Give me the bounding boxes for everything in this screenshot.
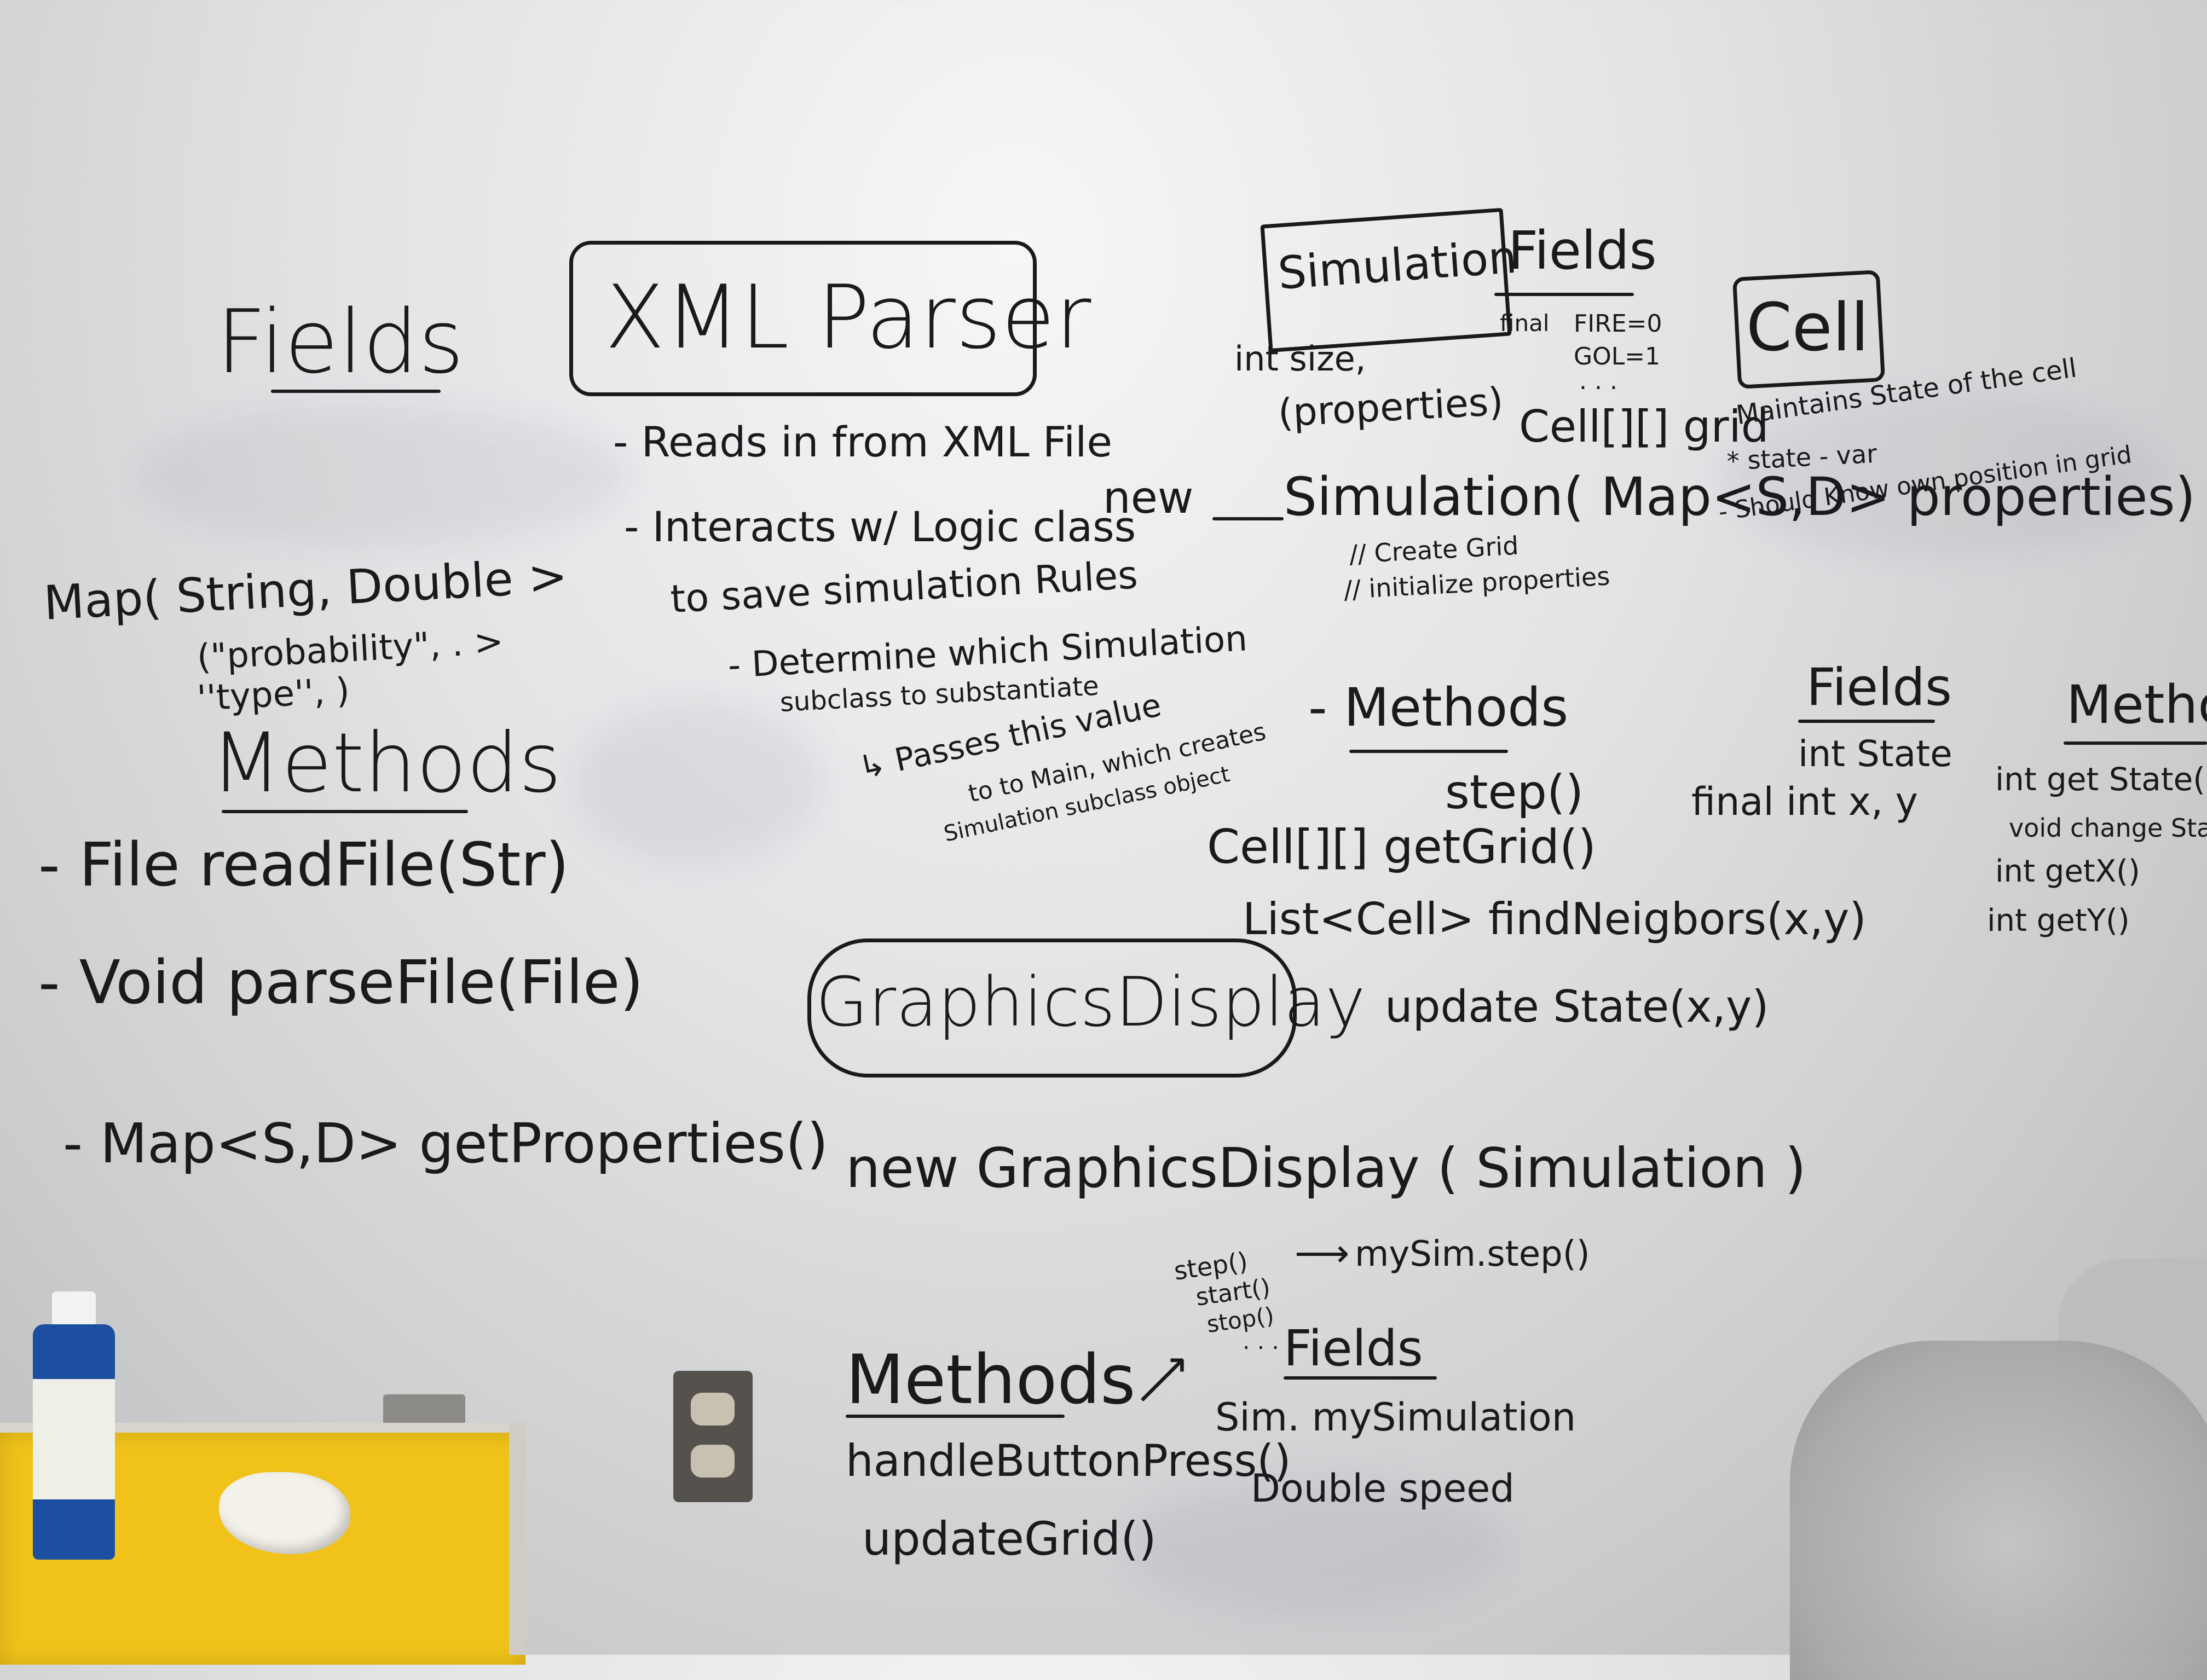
xml-parser-box — [569, 241, 1037, 396]
cell-d2: * state - var — [1726, 438, 1878, 476]
methods-left-title: Methods — [211, 716, 562, 811]
underline — [1798, 720, 1935, 723]
fields-left-title: Fields — [216, 291, 464, 393]
outlet-socket — [691, 1393, 735, 1426]
graphics-button-dots: . . . — [1243, 1328, 1279, 1354]
simulation-ctor: Simulation( Map<S,D> properties) — [1284, 466, 2196, 528]
methods-left-m3: - Map<S,D> getProperties() — [63, 1111, 829, 1175]
graphics-display-box — [807, 939, 1297, 1077]
chair — [1790, 1341, 2207, 1680]
xml-parser-title: XML Parser — [605, 266, 1091, 368]
underline — [846, 1415, 1065, 1418]
crumpled-tissue — [219, 1472, 350, 1554]
xml-parser-b2b: to save simulation Rules — [669, 552, 1139, 622]
graphics-m1: handleButtonPress() — [846, 1435, 1291, 1486]
simulation-field-final: final — [1500, 310, 1550, 337]
simulation-m3: List<Cell> findNeigbors(x,y) — [1243, 894, 1867, 945]
eraser-smudge — [575, 700, 821, 865]
power-outlet — [673, 1371, 753, 1502]
graphics-f1: Sim. mySimulation — [1215, 1395, 1576, 1440]
xml-parser-b2: - Interacts w/ Logic class — [624, 502, 1136, 551]
whiteboard-magnet — [383, 1394, 465, 1424]
cell-m3: int getX() — [1995, 854, 2140, 889]
arrow-icon: ⟶ — [1295, 1231, 1350, 1276]
xml-parser-b3: - Determine which Simulation — [727, 618, 1249, 686]
simulation-m1: step() — [1445, 765, 1584, 820]
cell-title: Cell — [1746, 290, 1869, 366]
underline — [271, 390, 441, 393]
cell-m4: int getY() — [1987, 903, 2130, 939]
underline — [222, 810, 468, 813]
cell-f2: final int x, y — [1691, 779, 1918, 824]
graphics-f2: Double speed — [1251, 1466, 1515, 1511]
simulation-field-gol: GOL=1 — [1574, 343, 1661, 370]
fields-left-map: Map( String, Double > — [42, 548, 569, 631]
cell-methods-title: Methods — [2066, 674, 2207, 735]
cell-f1: int State — [1798, 733, 1952, 775]
eraser-smudge — [1724, 394, 2162, 558]
graphics-fields-title: Fields — [1284, 1320, 1423, 1377]
underline — [1212, 517, 1284, 520]
simulation-new: new — [1103, 472, 1194, 523]
fields-left-prob: ("probability", . > — [196, 621, 505, 678]
cell-m2: void change State( in — [2009, 813, 2207, 843]
underline — [1284, 1376, 1437, 1380]
cell-fields-title: Fields — [1806, 658, 1952, 717]
cell-m1: int get State( — [1995, 761, 2205, 798]
outlet-socket — [691, 1445, 735, 1478]
underline — [1494, 293, 1634, 296]
eraser-smudge — [137, 405, 629, 547]
simulation-properties: (properties) — [1276, 379, 1505, 436]
simulation-comment-1: // Create Grid — [1348, 530, 1520, 569]
eraser-smudge — [1122, 1478, 1505, 1614]
simulation-m2: Cell[][] getGrid() — [1207, 820, 1597, 874]
underline — [1349, 750, 1508, 753]
simulation-int-size: int size, — [1234, 339, 1366, 379]
fields-left-type: ''type'', ) — [196, 670, 351, 719]
simulation-fields-title: Fields — [1508, 220, 1657, 281]
simulation-comment-2: // initialize properties — [1343, 561, 1611, 605]
graphics-m2: updateGrid() — [862, 1512, 1157, 1566]
methods-left-m1: - File readFile(Str) — [38, 830, 569, 900]
simulation-methods-title: - Methods — [1308, 677, 1569, 738]
graphics-ctor: new GraphicsDisplay ( Simulation ) — [846, 1136, 1806, 1200]
graphics-arrow-target: mySim.step() — [1355, 1234, 1590, 1275]
simulation-m4: update State(x,y) — [1385, 981, 1769, 1032]
graphics-display-title: GraphicsDisplay — [816, 963, 1366, 1042]
xml-parser-b1: - Reads in from XML File — [613, 418, 1113, 466]
simulation-field-dots: . . . — [1579, 367, 1617, 395]
methods-left-m2: - Void parseFile(File) — [38, 947, 644, 1017]
underline — [2064, 741, 2207, 745]
simulation-grid: Cell[][] grid — [1519, 401, 1769, 452]
spray-bottle-label — [33, 1379, 115, 1499]
simulation-field-fire: FIRE=0 — [1574, 310, 1662, 338]
graphics-methods-title: Methods — [846, 1341, 1136, 1420]
cabinet-edge — [509, 1423, 525, 1655]
